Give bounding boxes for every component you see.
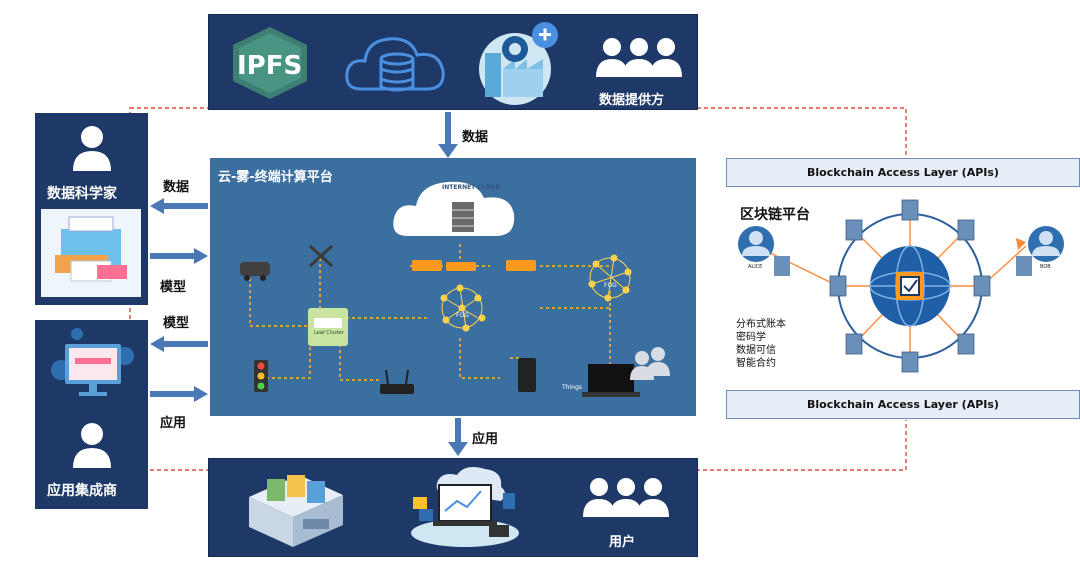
feature-item: 分布式账本 — [736, 319, 786, 330]
fog-label-1: FOG — [456, 312, 469, 319]
data-left-arrow — [150, 198, 208, 214]
computer-gears-icon — [51, 328, 134, 396]
cloud-server-icon — [452, 202, 474, 232]
model-left-label: 模型 — [163, 316, 190, 331]
data-down-label: 数据 — [462, 130, 489, 145]
printer-illustration — [41, 209, 141, 297]
model-left-arrow — [150, 336, 208, 352]
app-right-label: 应用 — [160, 416, 187, 431]
fog-label-2: FOG — [604, 282, 617, 289]
data-scientist-panel: 数据科学家 — [35, 113, 148, 305]
ipfs-icon — [233, 27, 307, 99]
data-down-arrow — [438, 112, 458, 158]
model-right-label: 模型 — [160, 280, 187, 295]
blockchain-network-diagram — [738, 199, 1064, 373]
blockchain-platform-title: 区块链平台 — [740, 207, 810, 223]
data-scientist-label: 数据科学家 — [47, 186, 117, 202]
blockchain-features: 分布式账本 密码学 数据可信 智能合约 — [736, 318, 786, 370]
model-right-arrow — [150, 248, 208, 264]
cloud-label: INTERNET CLOUD — [442, 184, 501, 191]
things-label: Things — [562, 384, 582, 391]
file-cabinet-icon — [249, 475, 343, 547]
cloud-fog-edge-platform: 云-雾-终端计算平台 — [210, 158, 696, 416]
feature-item: 智能合约 — [736, 358, 776, 369]
access-layer-bottom: Blockchain Access Layer (APIs) — [726, 390, 1080, 419]
access-layer-top: Blockchain Access Layer (APIs) — [726, 158, 1080, 187]
feature-item: 数据可信 — [736, 345, 776, 356]
platform-title: 云-雾-终端计算平台 — [218, 170, 333, 185]
ipfs-label: IPFS — [237, 51, 303, 81]
leaf-cluster-label: Leaf Cluster — [314, 330, 344, 336]
users-icon — [583, 478, 669, 517]
users-panel: 用户 — [208, 458, 698, 557]
app-down-arrow — [448, 418, 468, 456]
network-diagram — [240, 181, 670, 397]
data-scientist-icon — [73, 126, 111, 171]
cloud-database-icon — [345, 37, 445, 92]
data-left-label: 数据 — [163, 180, 190, 195]
analytics-factory-icon — [479, 22, 558, 105]
data-providers-icon — [596, 38, 682, 77]
bob-label: BOB — [1040, 264, 1051, 270]
app-right-arrow — [150, 386, 208, 402]
integrator-person-icon — [73, 423, 111, 468]
data-providers-label: 数据提供方 — [599, 93, 665, 108]
alice-label: ALICE — [748, 264, 763, 270]
users-label: 用户 — [609, 535, 636, 550]
feature-item: 密码学 — [736, 332, 766, 343]
analytics-devices-icon — [411, 467, 519, 547]
app-integrator-panel: 应用集成商 — [35, 320, 148, 509]
app-integrator-label: 应用集成商 — [47, 483, 117, 499]
app-down-label: 应用 — [472, 432, 499, 447]
data-sources-panel: IPFS 数据提供方 — [208, 14, 698, 110]
